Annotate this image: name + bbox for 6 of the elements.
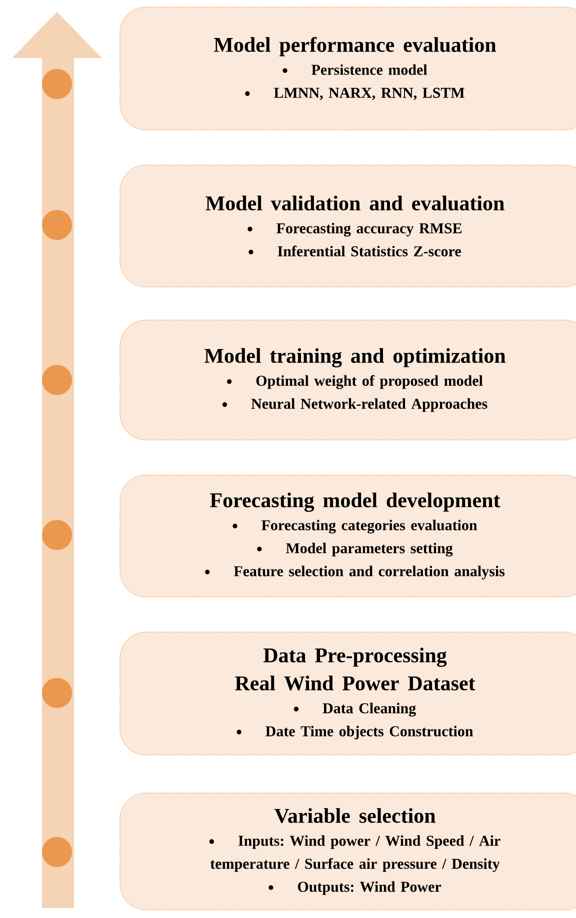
step-box: Variable selection Inputs: Wind power / Wind Speed / Air temperature / Surface air pressure / Density Outputs: Wind Power: [120, 792, 576, 910]
step-box: Model validation and evaluation Forecasting accuracy RMSE Inferential Statistics Z-score: [120, 164, 576, 288]
step-box: Forecasting model development Forecasting categories evaluation Model parameters setting Feature selection and correlation analysis: [120, 474, 576, 598]
step-box: Model performance evaluation Persistence model LMNN, NARX, RNN, LSTM: [120, 6, 576, 130]
step-box: Data Pre-processing Real Wind Power Dataset Data Cleaning Date Time objects Construction: [120, 632, 576, 756]
step-box: Model training and optimization Optimal weight of proposed model Neural Network-related Approaches: [120, 320, 576, 440]
